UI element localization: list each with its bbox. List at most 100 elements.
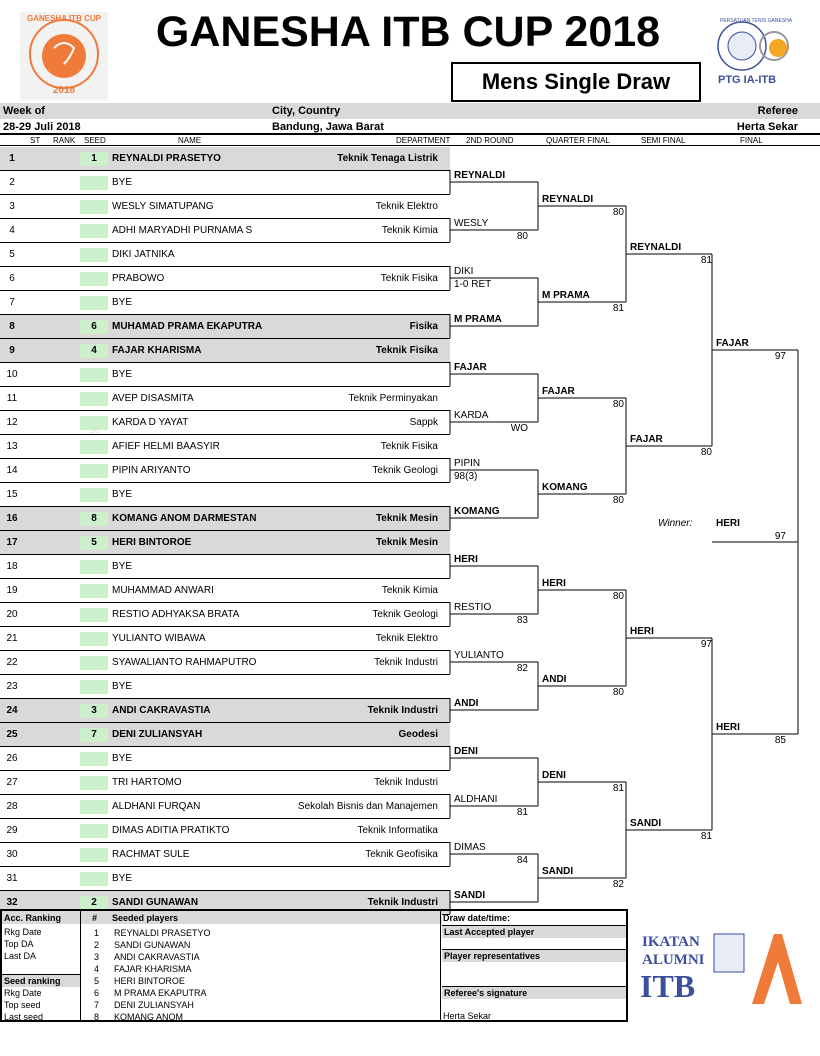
player-name: BYE <box>112 561 133 572</box>
info-label-bar: Week of City, Country Referee <box>0 103 820 119</box>
col-rank: RANK <box>53 136 76 145</box>
seed-list-name: M PRAMA EKAPUTRA <box>114 988 207 998</box>
logo-year: 2018 <box>52 85 76 96</box>
logo-ring-text: GANESHA ITB CUP <box>27 14 101 23</box>
hash-label: # <box>92 913 98 923</box>
col-seed: SEED <box>84 136 106 145</box>
quarterfinal-score: 80 <box>612 399 624 410</box>
quarterfinal-winner: KOMANG <box>542 482 588 493</box>
round2-winner: REYNALDI <box>454 170 506 181</box>
player-name: DIKI JATNIKA <box>112 249 175 260</box>
round2-winner: RESTIO <box>454 602 492 613</box>
round2-score: 83 <box>516 615 528 626</box>
player-name: YULIANTO WIBAWA <box>112 633 206 644</box>
seed-cell <box>80 584 108 598</box>
draw-position: 2 <box>9 177 15 188</box>
seed-cell <box>80 752 108 766</box>
quarterfinal-score: 81 <box>612 783 624 794</box>
seed-cell <box>80 344 108 358</box>
seed-cell <box>80 728 108 742</box>
bottom-header-strip <box>2 911 442 924</box>
draw-position: 9 <box>9 345 15 356</box>
seed-cell <box>80 608 108 622</box>
seed-list-name: ANDI CAKRAVASTIA <box>114 952 200 962</box>
seed-cell <box>80 560 108 574</box>
player-department: Teknik Industri <box>374 657 438 668</box>
round2-winner: YULIANTO <box>454 650 504 661</box>
round2-winner: PIPIN <box>454 458 481 469</box>
semifinal-winner: FAJAR <box>630 434 663 445</box>
player-department: Teknik Fisika <box>380 441 438 452</box>
referee-sig-label: Referee's signature <box>442 986 626 999</box>
seed-number: 7 <box>91 729 97 740</box>
seed-cell <box>80 200 108 214</box>
seed-number: 5 <box>91 537 97 548</box>
round2-winner: FAJAR <box>454 362 487 373</box>
seed-cell <box>80 776 108 790</box>
player-name: BYE <box>112 369 133 380</box>
draw-position: 14 <box>6 465 18 476</box>
draw-position: 11 <box>6 393 18 404</box>
player-name: KOMANG ANOM DARMESTAN <box>112 513 257 524</box>
seed-cell <box>80 248 108 262</box>
player-department: Teknik Kimia <box>381 585 438 596</box>
draw-position: 3 <box>9 201 15 212</box>
player-name: REYNALDI PRASETYO <box>112 153 221 164</box>
seed-cell <box>80 704 108 718</box>
seed-cell <box>80 536 108 550</box>
referee-value: Herta Sekar <box>736 121 798 133</box>
rkg-date2-label: Rkg Date <box>4 988 42 998</box>
player-department: Teknik Perminyakan <box>348 393 438 404</box>
player-name: BYE <box>112 489 133 500</box>
player-name: BYE <box>112 873 133 884</box>
draw-position: 29 <box>6 825 18 836</box>
draw-position: 23 <box>6 681 18 692</box>
draw-position: 25 <box>6 729 18 740</box>
seed-list-number: 8 <box>94 1012 100 1022</box>
draw-position: 20 <box>6 609 18 620</box>
player-name: BYE <box>112 753 133 764</box>
table-row: 2 BYE <box>0 171 450 195</box>
acc-ranking-label: Acc. Ranking <box>4 913 62 923</box>
round2-winner: HERI <box>454 554 478 565</box>
last-seed-label: Last seed <box>4 1012 44 1022</box>
bottom-divider-2 <box>440 911 441 1020</box>
round2-winner: DENI <box>454 746 478 757</box>
referee-label: Referee <box>757 105 798 117</box>
week-label: Week of <box>3 105 45 117</box>
quarterfinal-score: 82 <box>612 879 624 890</box>
alumni-line2: ALUMNI <box>642 952 705 968</box>
semifinal-score: 81 <box>700 831 712 842</box>
player-name: BYE <box>112 177 133 188</box>
player-department: Teknik Industri <box>374 777 438 788</box>
player-department: Teknik Industri <box>367 705 438 716</box>
seed-number: 3 <box>91 705 97 716</box>
page-title: GANESHA ITB CUP 2018 <box>155 8 661 56</box>
city-label: City, Country <box>272 105 341 117</box>
final-score: 85 <box>774 735 786 746</box>
seed-list-number: 1 <box>94 928 100 938</box>
player-name: DIMAS ADITIA PRATIKTO <box>112 825 230 836</box>
seed-list-number: 4 <box>94 964 100 974</box>
player-department: Fisika <box>409 321 438 332</box>
seed-cell <box>80 896 108 910</box>
seed-list-number: 3 <box>94 952 100 962</box>
player-name: FAJAR KHARISMA <box>112 345 202 356</box>
ptg-logo: PERSATUAN TENIS GANESHA PTG IA-ITB <box>712 18 802 90</box>
seed-cell <box>80 488 108 502</box>
round2-winner: ANDI <box>454 698 479 709</box>
round2-score: 1-0 RET <box>454 279 492 290</box>
player-name: AFIEF HELMI BAASYIR <box>112 441 220 452</box>
player-department: Teknik Fisika <box>380 273 438 284</box>
player-name: TRI HARTOMO <box>112 777 182 788</box>
col-quarter-final: QUARTER FINAL <box>546 136 610 145</box>
